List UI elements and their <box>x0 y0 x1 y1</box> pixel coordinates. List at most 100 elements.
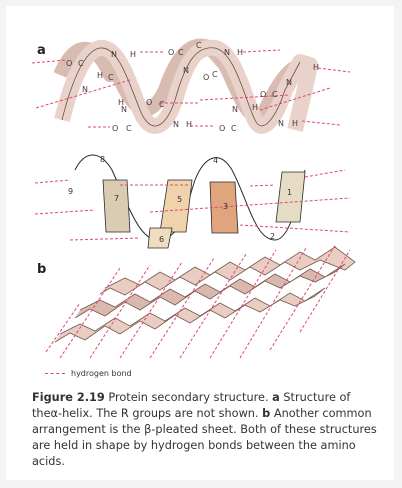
hbond-line <box>299 249 351 333</box>
caption-alpha: α <box>50 407 58 420</box>
residue-numbers: 1 2 3 4 5 6 7 8 9 <box>68 155 292 244</box>
atom-c: C <box>126 124 132 133</box>
helix-residue-ribbon <box>65 144 316 251</box>
hbond-line <box>259 87 331 111</box>
caption-text: Another common arrangement is the <box>32 407 372 436</box>
residue-number-6: 6 <box>159 235 164 244</box>
residue-hydrogen-bonds <box>34 169 351 241</box>
hbond-line <box>31 59 67 64</box>
atom-h: H <box>252 103 258 112</box>
beta-strand-1 <box>99 246 356 296</box>
hbond-line <box>239 224 351 233</box>
atom-c: C <box>159 100 165 109</box>
legend-label: hydrogen bond <box>71 369 132 378</box>
hbond-line <box>119 261 183 359</box>
alpha-helix-ribbon <box>53 38 318 134</box>
legend: hydrogen bond <box>45 369 132 378</box>
atom-n: N <box>232 105 238 114</box>
atom-c: C <box>178 48 184 57</box>
residue-panel-7 <box>102 179 131 233</box>
panel-a-label: a <box>37 43 46 58</box>
atom-o: O <box>112 124 118 133</box>
residue-number-9: 9 <box>68 187 73 196</box>
residue-panel-3 <box>209 181 239 234</box>
atom-h: H <box>118 98 124 107</box>
residue-number-2: 2 <box>270 232 275 241</box>
atom-h: H <box>237 48 243 57</box>
atom-c: C <box>108 73 114 82</box>
atom-c: C <box>231 124 237 133</box>
atom-o: O <box>260 90 266 99</box>
atom-h: H <box>130 50 136 59</box>
residue-number-3: 3 <box>223 202 228 211</box>
caption-a: a <box>272 391 280 404</box>
residue-panel-1 <box>275 171 306 223</box>
hbond-line <box>34 179 71 184</box>
residue-ribbon-outline <box>74 154 306 241</box>
hbond-line <box>199 94 291 101</box>
hbond-line <box>304 169 346 178</box>
atom-n: N <box>183 66 189 75</box>
caption-b: b <box>262 407 271 420</box>
residue-panel-5 <box>159 179 193 233</box>
hbond-line <box>59 267 121 359</box>
atom-n: N <box>173 120 179 129</box>
helix-outline <box>61 47 301 127</box>
hbond-line <box>69 237 141 241</box>
caption-text: -pleated sheet. Both of these structures… <box>32 423 377 468</box>
helix-atom-labels: O C N H O C C N H H H C N N C O O C N H … <box>66 41 319 133</box>
helix-hydrogen-bonds <box>31 49 351 128</box>
hbond-line <box>34 209 96 215</box>
residue-panel-6 <box>147 227 173 249</box>
hbond-line <box>89 264 151 359</box>
legend-hbond-swatch <box>45 373 65 374</box>
helix-back-strand <box>53 38 303 123</box>
atom-o: O <box>146 98 152 107</box>
hbond-line <box>269 243 337 351</box>
atom-n: N <box>278 119 284 128</box>
hbond-line <box>149 197 351 213</box>
atom-n: N <box>224 48 230 57</box>
caption-beta: β <box>144 423 152 436</box>
panel-b-label: b <box>37 262 47 277</box>
atom-n: N <box>82 85 88 94</box>
hbond-line <box>209 249 277 359</box>
hbond-line <box>301 120 341 126</box>
atom-n: N <box>286 78 292 87</box>
beta-sheet <box>54 246 356 343</box>
atom-n: N <box>121 105 127 114</box>
residue-number-4: 4 <box>213 156 218 165</box>
hbond-line <box>249 184 276 187</box>
hbond-line <box>242 49 281 53</box>
caption-text: Protein secondary structure. <box>108 391 269 404</box>
atom-o: O <box>168 48 174 57</box>
atom-o: O <box>219 124 225 133</box>
beta-hydrogen-bonds <box>45 243 351 359</box>
hbond-line <box>317 67 351 73</box>
beta-strand-2 <box>74 263 346 319</box>
atom-n: N <box>111 50 117 59</box>
caption-text: Structure of the <box>32 391 351 420</box>
beta-strand-3 <box>54 287 326 343</box>
atom-h: H <box>186 120 192 129</box>
hbond-line <box>179 253 247 359</box>
caption-figure-label: Figure 2.19 <box>32 391 105 404</box>
atom-h: H <box>97 71 103 80</box>
atom-c: C <box>272 90 278 99</box>
atom-c: C <box>196 41 202 50</box>
figure-caption: Figure 2.19 Protein secondary structure.… <box>32 390 377 470</box>
caption-text: -helix. The R groups are not shown. <box>58 407 259 420</box>
atom-o: O <box>66 59 72 68</box>
atom-h: H <box>313 63 319 72</box>
hbond-line <box>239 247 307 359</box>
atom-c: C <box>212 70 218 79</box>
hbond-line <box>35 79 131 109</box>
atom-h: H <box>292 119 298 128</box>
residue-number-7: 7 <box>114 194 119 203</box>
residue-number-1: 1 <box>287 188 292 197</box>
residue-number-8: 8 <box>100 155 105 164</box>
residue-number-5: 5 <box>177 195 182 204</box>
atom-c: C <box>78 59 84 68</box>
atom-o: O <box>203 73 209 82</box>
